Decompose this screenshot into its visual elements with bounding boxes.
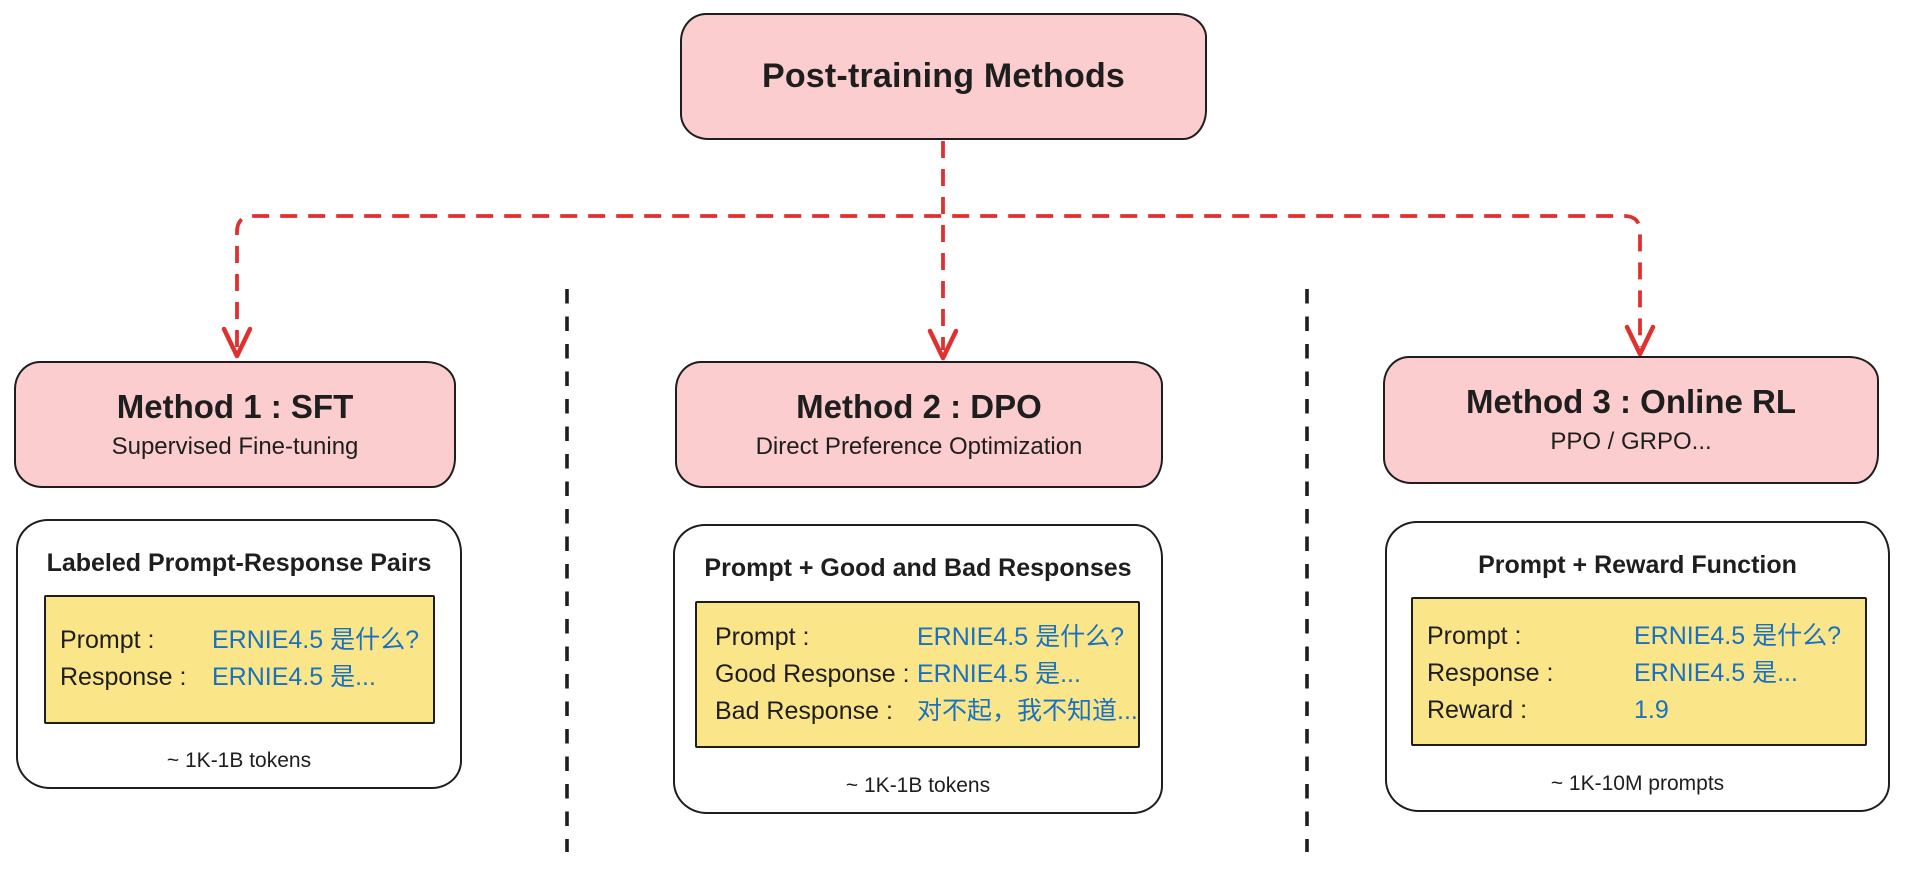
sample-row: Prompt : ERNIE4.5 是什么? <box>60 622 423 659</box>
arrow-down-icon-method3 <box>1624 324 1656 357</box>
sample-row-value: ERNIE4.5 是... <box>1634 659 1798 687</box>
arrow-down-icon-method1 <box>221 326 253 359</box>
method-2-subtitle: Direct Preference Optimization <box>755 432 1083 460</box>
method-2-data-title: Prompt + Good and Bad Responses <box>704 554 1132 582</box>
sample-row: Response : ERNIE4.5 是... <box>60 659 423 696</box>
sample-row-value: ERNIE4.5 是... <box>212 663 376 691</box>
method-3-sample-box: Prompt : ERNIE4.5 是什么? Response : ERNIE4… <box>1411 597 1867 746</box>
sample-row-value: ERNIE4.5 是什么? <box>1634 622 1842 650</box>
method-1-sample-box: Prompt : ERNIE4.5 是什么? Response : ERNIE4… <box>44 595 435 724</box>
root-node-title: Post-training Methods <box>761 57 1126 95</box>
method-3-subtitle: PPO / GRPO... <box>1550 428 1712 455</box>
sample-row-value: 对不起，我不知道... <box>917 697 1138 725</box>
method-2-scale-note: ~ 1K-1B tokens <box>845 774 991 797</box>
method-3-data-title: Prompt + Reward Function <box>1478 551 1797 579</box>
method-2-title: Method 2 : DPO <box>796 387 1042 425</box>
method-3-data-card: Prompt + Reward Function Prompt : ERNIE4… <box>1385 521 1890 812</box>
sample-row-label: Response : <box>60 663 187 691</box>
method-2-data-card: Prompt + Good and Bad Responses Prompt :… <box>673 524 1163 814</box>
sample-row-label: Reward : <box>1427 696 1528 724</box>
sample-row-value: ERNIE4.5 是... <box>917 660 1081 688</box>
method-1-subtitle: Supervised Fine-tuning <box>111 432 359 460</box>
sample-row: Prompt : ERNIE4.5 是什么? <box>715 619 1128 656</box>
sample-row: Prompt : ERNIE4.5 是什么? <box>1427 618 1855 655</box>
sample-row-label: Good Response : <box>715 660 910 688</box>
sample-row-value: ERNIE4.5 是什么? <box>212 626 420 654</box>
sample-row: Reward : 1.9 <box>1427 692 1855 729</box>
sample-row: Response : ERNIE4.5 是... <box>1427 655 1855 692</box>
arrow-down-icon-method2 <box>927 328 959 361</box>
method-1-data-title: Labeled Prompt-Response Pairs <box>46 549 432 577</box>
method-3-title: Method 3 : Online RL <box>1466 383 1796 420</box>
sample-row-label: Prompt : <box>1427 622 1522 650</box>
method-1-title: Method 1 : SFT <box>116 387 354 425</box>
sample-row-label: Prompt : <box>60 626 155 654</box>
branch-rail-line <box>235 214 1642 347</box>
method-2-node: Method 2 : DPO Direct Preference Optimiz… <box>675 361 1163 488</box>
method-3-scale-note: ~ 1K-10M prompts <box>1550 772 1725 795</box>
sample-row: Bad Response : 对不起，我不知道... <box>715 693 1138 730</box>
method-1-data-card: Labeled Prompt-Response Pairs Prompt : E… <box>16 519 462 789</box>
method-3-node: Method 3 : Online RL PPO / GRPO... <box>1383 356 1879 484</box>
method-1-scale-note: ~ 1K-1B tokens <box>166 749 312 772</box>
method-2-sample-box: Prompt : ERNIE4.5 是什么? Good Response : E… <box>695 601 1140 748</box>
sample-row-value: ERNIE4.5 是什么? <box>917 623 1125 651</box>
method-1-node: Method 1 : SFT Supervised Fine-tuning <box>14 361 456 488</box>
sample-row-label: Prompt : <box>715 623 810 651</box>
sample-row: Good Response : ERNIE4.5 是... <box>715 656 1128 693</box>
sample-row-label: Bad Response : <box>715 697 893 725</box>
sample-row-label: Response : <box>1427 659 1554 687</box>
sample-row-value: 1.9 <box>1634 696 1669 724</box>
root-node: Post-training Methods <box>680 13 1207 140</box>
